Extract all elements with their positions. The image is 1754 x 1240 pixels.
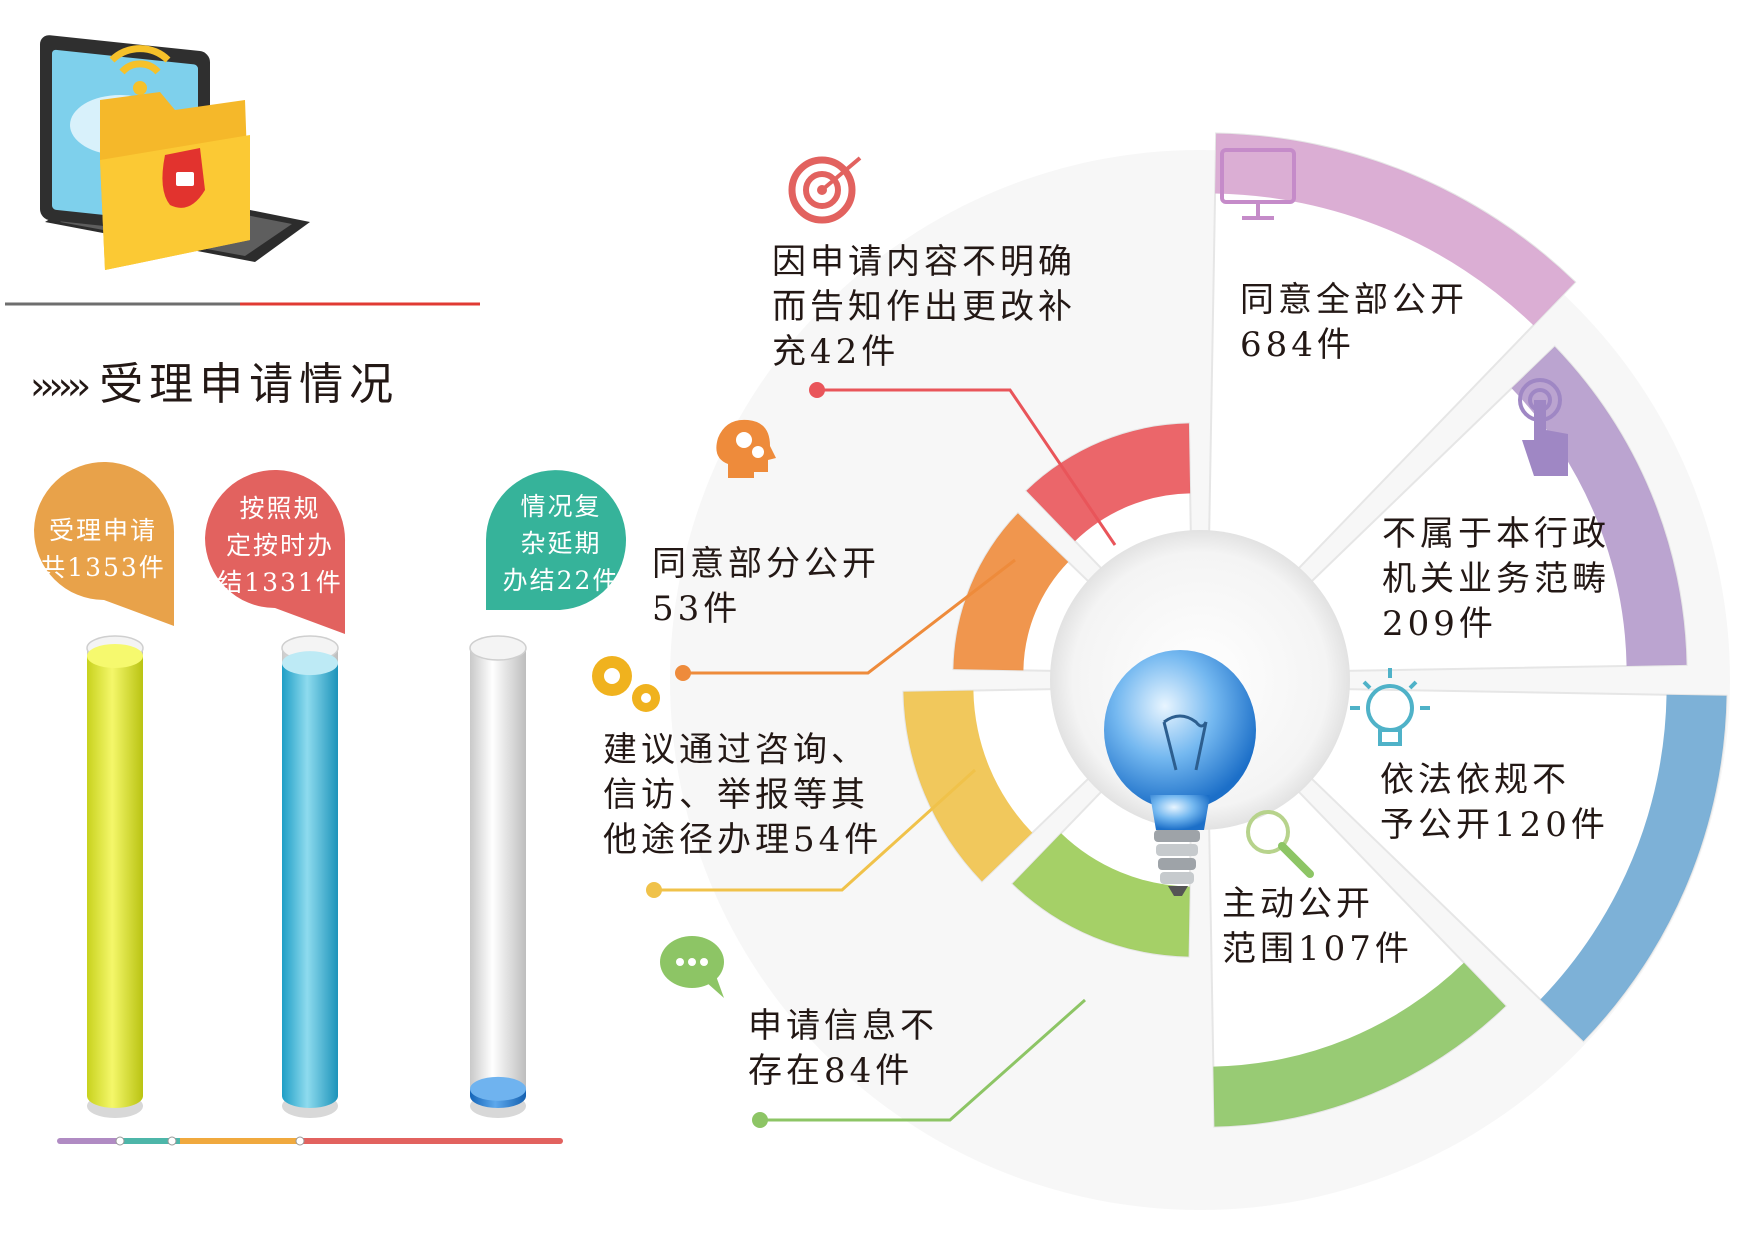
bar-chart [34,461,626,1118]
label-unclear-request: 因申请内容不明确 而告知作出更改补 充42件 [772,242,1076,372]
bar-fill-bottom-1 [282,1084,338,1108]
bubble-shape-2 [486,470,626,610]
bar-fill-1 [282,663,338,1096]
section-title: ››››››受理申请情况 [30,348,399,412]
lightbulb-outline-icon [1350,668,1430,746]
chevron-right-icon: ›››››› [30,364,91,408]
pie-slice-band-5 [903,690,1033,882]
magnifier-icon [1246,810,1314,878]
pie-slice-band-0 [1215,133,1576,326]
pie-slice-band-1 [1511,346,1687,666]
target-icon [788,156,862,224]
pie-slice-band-3 [1213,962,1506,1127]
bar-baseline [57,1136,563,1146]
bubble-on-time: 按照规 定按时办 结1331件 [217,494,343,597]
section-title-text: 受理申请情况 [99,359,400,410]
label-not-disclosed: 依法依规不 予公开120件 [1380,760,1609,845]
touch-hand-icon [1518,378,1568,476]
bubble-shape-1 [205,469,346,634]
label-partial-disclosure: 同意部分公开 53件 [652,544,880,629]
label-active-disclosure: 主动公开 范围107件 [1222,884,1413,969]
pie-slice-band-2 [1540,694,1727,1042]
head-gears-icon [716,419,776,478]
pie-slice-band-4 [1012,833,1190,957]
bar-tube-2 [470,648,526,1096]
pie-slice-band-7 [1026,423,1191,542]
gears-icon [592,656,660,712]
bar-fill-top-0 [87,644,143,668]
bar-tube-top-2 [469,635,527,661]
bar-fill-bottom-0 [87,1084,143,1108]
pie-slice-band-6 [953,513,1069,671]
wifi-icon [109,45,171,63]
laptop-folder-illustration [40,35,310,270]
monitor-icon [1220,148,1296,220]
bar-fill-top-2 [470,1076,526,1101]
label-info-not-exist: 申请信息不 存在84件 [748,1006,938,1091]
bar-fill-0 [87,656,143,1096]
bar-fill-top-1 [282,651,338,676]
bubble-extended: 情况复 杂延期 办结22件 [502,492,620,595]
chat-bubble-icon [660,936,724,998]
bubble-shape-0 [34,461,175,626]
bubble-total-applications: 受理申请 共1353件 [40,516,166,582]
label-full-disclosure: 同意全部公开 684件 [1240,280,1468,365]
leader-lines [646,382,1117,1128]
label-not-in-scope: 不属于本行政 机关业务范畴 209件 [1382,514,1610,644]
center-lightbulb-icon [1104,650,1256,896]
label-other-channels: 建议通过咨询、 信访、举报等其 他途径办理54件 [603,730,883,860]
